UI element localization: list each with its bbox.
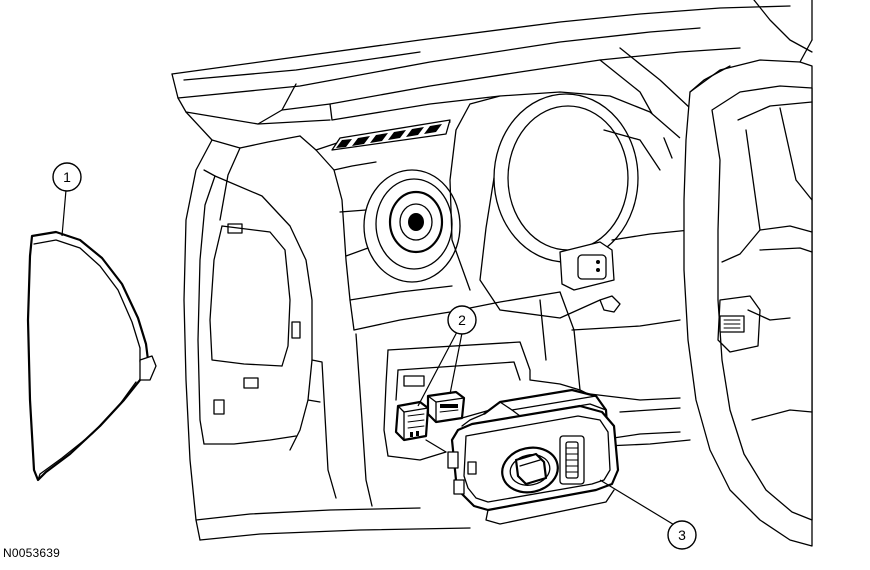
callout-2: 2 (417, 305, 477, 407)
callout-3-label: 3 (678, 527, 686, 543)
steering-wheel (683, 0, 813, 547)
callout-1: 1 (52, 162, 82, 237)
cruise-switch-area (559, 229, 691, 313)
end-cover-part (26, 230, 157, 482)
callout-2-label: 2 (458, 312, 466, 328)
headlamp-switch-part (447, 388, 620, 525)
callout-1-label: 1 (63, 169, 71, 185)
instrument-panel (171, 5, 791, 541)
electrical-connectors-part (394, 390, 491, 453)
callout-3: 3 (599, 479, 697, 550)
upper-vent (331, 119, 451, 151)
round-air-vent (339, 169, 461, 283)
instrument-cluster (449, 91, 681, 319)
figure-id: N0053639 (3, 546, 60, 560)
